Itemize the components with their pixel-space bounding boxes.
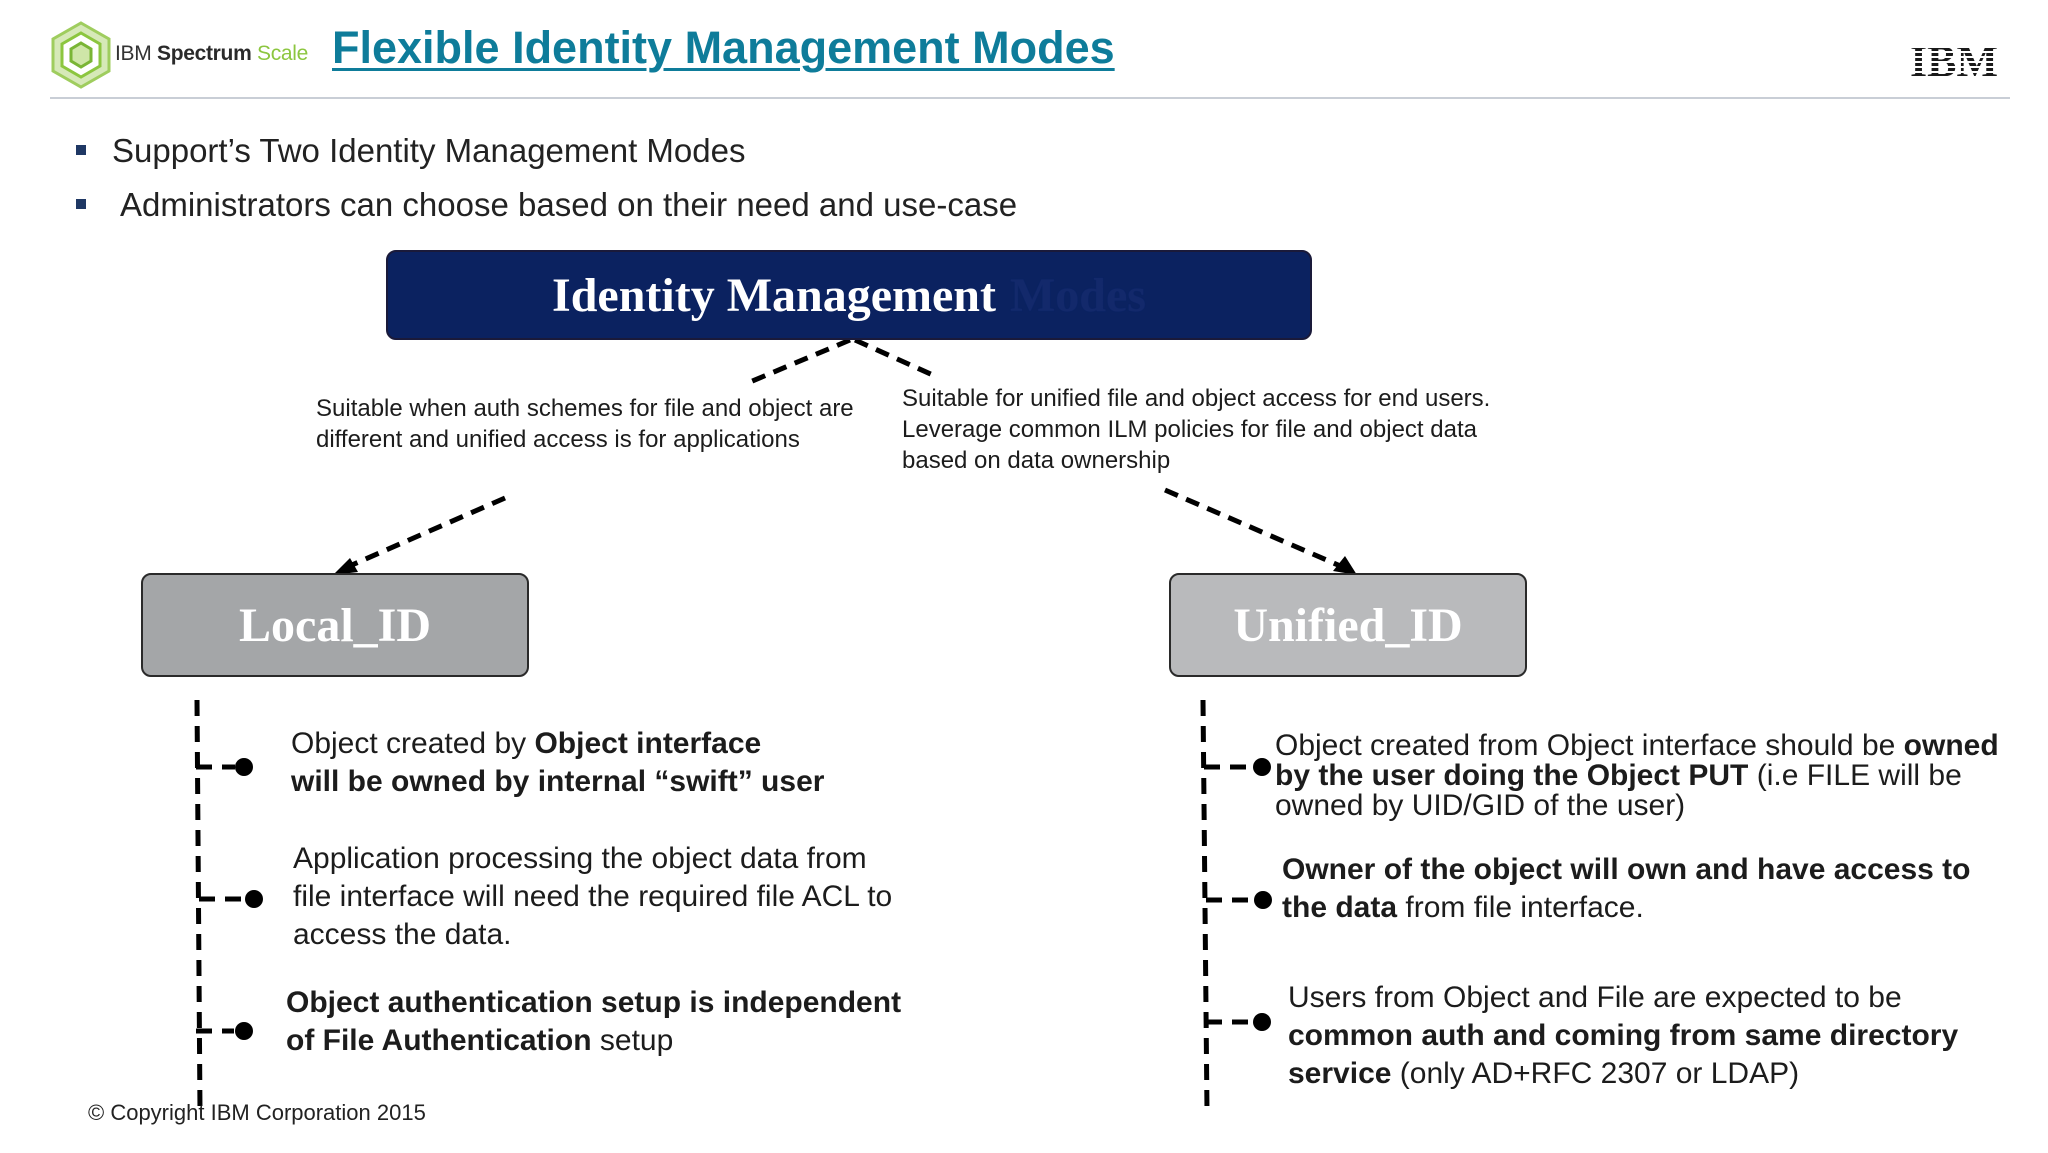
identity-management-label-faded: Modes [1009, 268, 1146, 322]
copyright-notice: © Copyright IBM Corporation 2015 [88, 1100, 426, 1125]
ibm-logo: IBM [1910, 38, 1998, 84]
local-tree [194, 699, 244, 1113]
unified-item-3-text: Users from Object and File are expected … [1288, 981, 1902, 1014]
identity-management-label: Identity Management [552, 268, 996, 322]
unified-node-3 [1253, 1013, 1271, 1031]
unified-node-1 [1253, 758, 1271, 776]
header-divider [50, 97, 2010, 99]
local-item-2: Application processing the object data f… [293, 840, 913, 954]
logo-product: Spectrum [156, 42, 252, 65]
unified-item-2-text: from file interface. [1397, 891, 1644, 924]
local-item-1-text: Object created by [291, 727, 535, 760]
unified-item-3: Users from Object and File are expected … [1288, 979, 2028, 1093]
local-node-3 [235, 1022, 253, 1040]
ibm-logo-text: IBM [1910, 38, 1998, 84]
local-node-1 [235, 758, 253, 776]
unified-tree [1200, 699, 1254, 1113]
unified-item-1: Object created from Object interface sho… [1275, 731, 2035, 821]
logo-product-suffix: Scale [257, 42, 309, 65]
local-item-2-text: Application processing the object data f… [293, 842, 893, 951]
identity-management-box: Identity Management Modes [386, 250, 1312, 340]
local-item-1: Object created by Object interface will … [291, 725, 911, 801]
local-id-note: Suitable when auth schemes for file and … [316, 395, 854, 453]
unified-id-label: Unified_ID [1233, 598, 1463, 652]
bullet-square-icon [76, 199, 86, 210]
local-item-1-bold-2: will be owned by internal “swift” user [291, 765, 825, 798]
unified-item-1-text: Object created from Object interface sho… [1275, 729, 1904, 762]
unified-item-1-bold: owned by the user doing the Object PUT [1275, 729, 1999, 792]
spectrum-scale-logo-icon [51, 21, 111, 89]
unified-item-1-text-2: (i.e FILE will be owned by UID/GID of th… [1275, 759, 1962, 822]
unified-node-2 [1254, 891, 1272, 909]
bullet-text: Support’s Two Identity Management Modes [112, 132, 746, 169]
local-item-3-text: setup [591, 1024, 674, 1057]
bullet-square-icon [76, 145, 86, 156]
unified-item-3-bold: common auth and coming from same directo… [1288, 1019, 1959, 1090]
bullet-text: Administrators can choose based on their… [120, 186, 1018, 223]
local-id-box: Local_ID [141, 573, 529, 677]
local-item-3-bold: Object authentication setup is independe… [286, 986, 902, 1057]
unified-id-box: Unified_ID [1169, 573, 1527, 677]
page-title: Flexible Identity Management Modes [332, 22, 1115, 73]
bullet-item: Administrators can choose based on their… [76, 186, 1017, 224]
unified-item-2: Owner of the object will own and have ac… [1282, 851, 2022, 927]
bullet-item: Support’s Two Identity Management Modes [76, 132, 745, 170]
logo-brand: IBM [115, 42, 152, 65]
local-item-3: Object authentication setup is independe… [286, 984, 906, 1060]
unified-item-3-text-2: (only AD+RFC 2307 or LDAP) [1391, 1057, 1800, 1090]
spectrum-scale-logo-text: IBM Spectrum Scale [115, 42, 308, 66]
local-node-2 [245, 890, 263, 908]
unified-id-note: Suitable for unified file and object acc… [902, 385, 1491, 474]
local-item-1-bold: Object interface [534, 727, 762, 760]
unified-item-2-bold: Owner of the object will own and have ac… [1282, 853, 1971, 924]
local-id-label: Local_ID [239, 598, 431, 652]
